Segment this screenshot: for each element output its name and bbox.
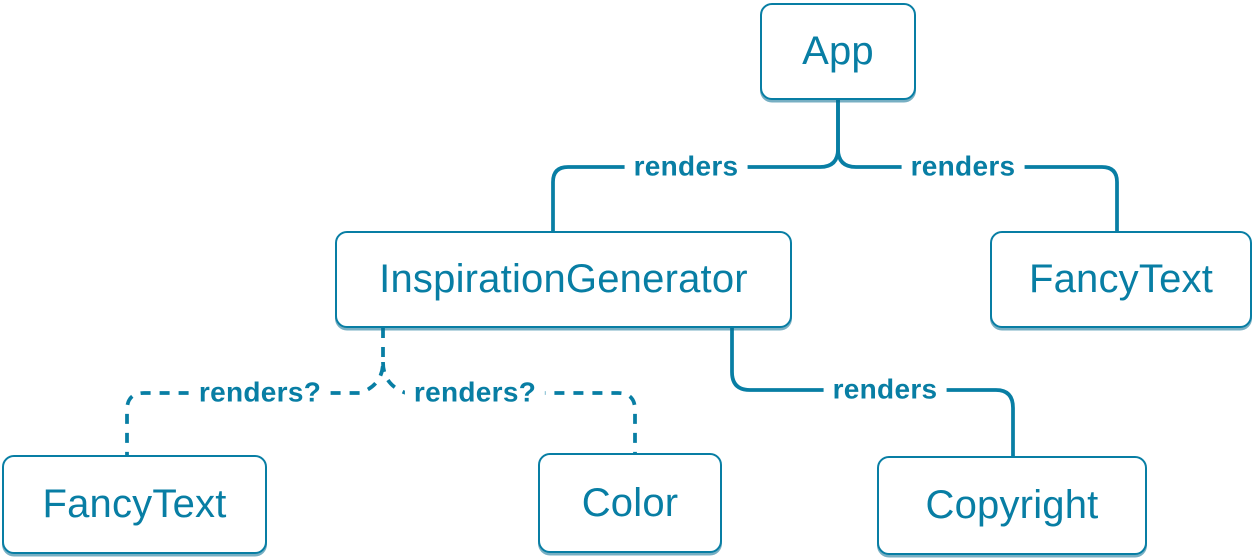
node-fancy-text-bottom: FancyText (2, 455, 267, 554)
node-color: Color (538, 453, 722, 553)
edge-inspirationgenerator-to-color-dashed (381, 361, 637, 453)
edge-inspirationgenerator-to-fancytext-dashed (125, 328, 385, 455)
node-copyright: Copyright (877, 456, 1147, 555)
edge-label-renders-maybe-left: renders? (189, 377, 331, 409)
node-fancy-text-top: FancyText (990, 231, 1252, 328)
edge-label-renders-maybe-right: renders? (404, 377, 546, 409)
edge-label-renders-bottom: renders (823, 374, 947, 406)
edge-label-renders-left: renders (624, 151, 748, 183)
node-inspiration-generator: InspirationGenerator (335, 231, 792, 328)
edge-label-renders-right: renders (901, 151, 1025, 183)
node-app: App (760, 3, 916, 100)
